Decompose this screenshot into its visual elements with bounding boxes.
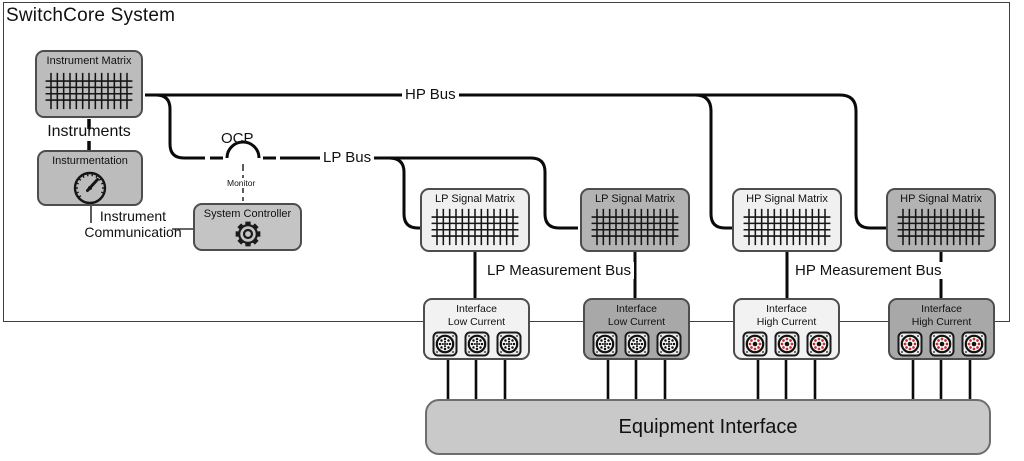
interface-title: Interface <box>456 303 497 315</box>
matrix-grid-icon <box>45 72 133 110</box>
instrument-matrix-label: Instrument Matrix <box>46 55 132 67</box>
interface-title: Interface <box>921 303 962 315</box>
high-current-connector-icon <box>929 331 955 357</box>
instruments-link-label: Instruments <box>47 123 131 140</box>
system-controller-box: System Controller <box>193 203 302 251</box>
equipment-interface-box: Equipment Interface <box>425 399 991 455</box>
low-current-connector-icon <box>432 331 458 357</box>
hp-signal-matrix-2-label: HP Signal Matrix <box>900 193 982 205</box>
equipment-interface-label: Equipment Interface <box>618 415 798 438</box>
high-current-connector-icon <box>897 331 923 357</box>
hp-signal-matrix-1-box: HP Signal Matrix <box>732 188 842 252</box>
gear-icon <box>235 221 260 247</box>
interface-high-current-2-box: Interface High Current <box>888 298 995 360</box>
interface-low-current-1-box: Interface Low Current <box>423 298 530 360</box>
low-current-connector-icon <box>464 331 490 357</box>
diagram-title: SwitchCore System <box>6 5 176 26</box>
matrix-grid-icon <box>431 208 519 246</box>
interface-subtitle: High Current <box>756 316 817 328</box>
instrument-communication-label: Instrument Communication <box>84 208 182 240</box>
matrix-grid-icon <box>897 208 985 246</box>
ocp-label: OCP <box>221 130 254 147</box>
hp-measurement-bus-label: HP Measurement Bus <box>792 262 945 279</box>
ocp-monitor-label: Monitor <box>225 178 258 188</box>
hp-bus-label: HP Bus <box>402 86 459 103</box>
hp-signal-matrix-1-label: HP Signal Matrix <box>746 193 828 205</box>
lp-measurement-bus-label: LP Measurement Bus <box>484 262 634 279</box>
gauge-icon <box>73 171 107 204</box>
low-current-connector-icon <box>496 331 522 357</box>
interface-title: Interface <box>616 303 657 315</box>
low-current-connector-icon <box>624 331 650 357</box>
interface-high-current-1-box: Interface High Current <box>733 298 840 360</box>
hp-signal-matrix-2-box: HP Signal Matrix <box>886 188 996 252</box>
high-current-connector-icon <box>774 331 800 357</box>
low-current-connector-icon <box>656 331 682 357</box>
matrix-grid-icon <box>591 208 679 246</box>
lp-signal-matrix-1-label: LP Signal Matrix <box>435 193 515 205</box>
lp-signal-matrix-2-box: LP Signal Matrix <box>580 188 690 252</box>
low-current-connector-icon <box>592 331 618 357</box>
interface-subtitle: High Current <box>911 316 972 328</box>
insturmentation-label: Insturmentation <box>52 155 128 167</box>
matrix-grid-icon <box>743 208 831 246</box>
interface-subtitle: Low Current <box>447 316 506 328</box>
system-controller-label: System Controller <box>203 208 292 220</box>
lp-bus-label: LP Bus <box>320 149 375 166</box>
lp-signal-matrix-1-box: LP Signal Matrix <box>420 188 530 252</box>
interface-low-current-2-box: Interface Low Current <box>583 298 690 360</box>
insturmentation-box: Insturmentation <box>37 150 143 206</box>
high-current-connector-icon <box>961 331 987 357</box>
interface-title: Interface <box>766 303 807 315</box>
high-current-connector-icon <box>742 331 768 357</box>
instrument-matrix-box: Instrument Matrix <box>35 50 143 118</box>
lp-signal-matrix-2-label: LP Signal Matrix <box>595 193 675 205</box>
interface-subtitle: Low Current <box>607 316 666 328</box>
high-current-connector-icon <box>806 331 832 357</box>
